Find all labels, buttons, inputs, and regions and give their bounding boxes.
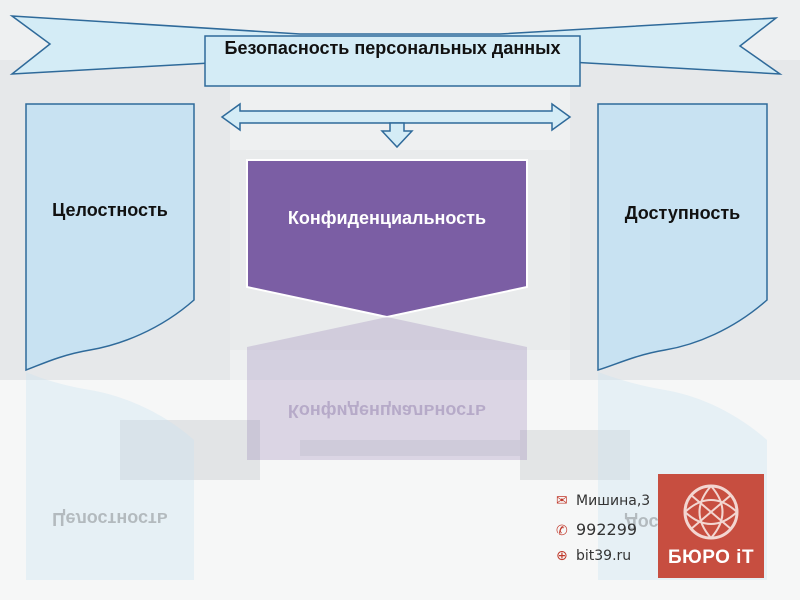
contact-phone: ✆ 992299 <box>556 520 637 539</box>
confidentiality-label: Конфиденциальность <box>287 208 487 228</box>
availability-label: Доступность <box>624 203 741 223</box>
double-arrow <box>220 102 572 132</box>
banner-title-box <box>204 35 581 87</box>
phone-text: 992299 <box>576 520 638 539</box>
website-text[interactable]: bit39.ru <box>576 548 632 564</box>
integrity-label-reflection: Целостность <box>52 509 168 529</box>
phone-icon: ✆ <box>556 523 568 539</box>
logo-text: БЮРО iT <box>667 547 755 568</box>
integrity-reflection <box>26 372 194 580</box>
diagram-title: Безопасность персональных данных <box>224 38 561 58</box>
contact-website[interactable]: ⊕ bit39.ru <box>556 548 631 564</box>
confidentiality-box <box>246 159 528 319</box>
envelope-icon: ✉ <box>556 493 568 509</box>
company-logo: БЮРО iT <box>658 474 764 578</box>
integrity-label: Целостность <box>52 200 168 220</box>
confidentiality-label-reflection: Конфиденциальность <box>287 401 487 421</box>
integrity-box <box>25 103 195 372</box>
down-arrow <box>380 122 414 149</box>
contact-address: ✉ Мишина,3 <box>556 493 650 509</box>
availability-box <box>597 103 768 372</box>
confidentiality-reflection <box>247 317 527 460</box>
address-text: Мишина,3 <box>576 493 651 509</box>
logo-globe-icon <box>683 484 739 540</box>
globe-icon: ⊕ <box>556 548 568 564</box>
